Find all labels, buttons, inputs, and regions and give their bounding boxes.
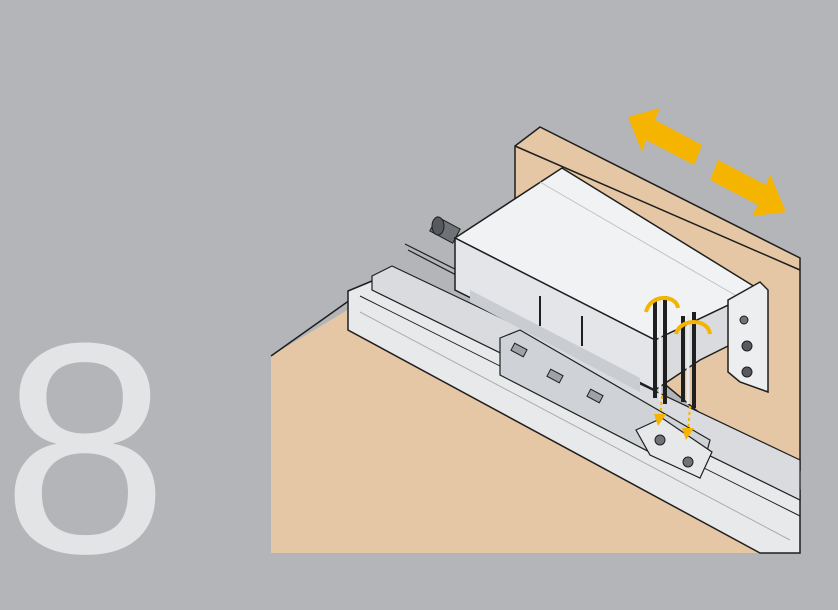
rotate-clip-icon [644, 296, 680, 313]
move-right-arrow-icon [710, 160, 786, 216]
step-number: 8 [1, 280, 169, 610]
cabinet-edge [270, 299, 351, 357]
adjustment-screw [429, 216, 461, 244]
rail-hole-1 [654, 434, 666, 446]
plate-hole-1 [739, 315, 749, 325]
mounting-clip-left [653, 296, 667, 404]
rail-hole-2 [682, 456, 694, 468]
plate-screw-1 [741, 340, 753, 352]
mounting-plate [727, 281, 769, 394]
double-direction-arrow-icon [628, 108, 786, 216]
press-down-arrow-icon [682, 405, 694, 440]
rotate-clip-icon [674, 320, 712, 335]
move-left-arrow-icon [628, 108, 702, 165]
mounting-clip-right [681, 312, 696, 408]
press-down-arrow-icon [654, 395, 666, 426]
plate-screw-2 [741, 366, 753, 378]
